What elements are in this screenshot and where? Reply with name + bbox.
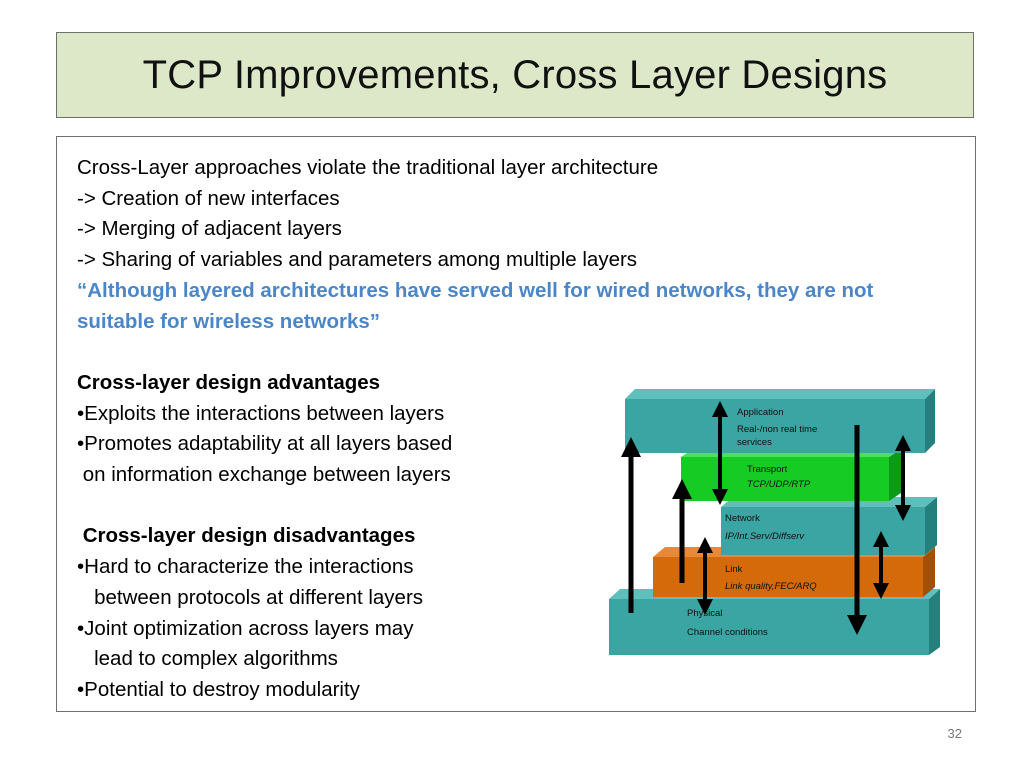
- disadvantage-item: •Potential to destroy modularity: [77, 677, 360, 701]
- physical-label: Physical: [687, 608, 722, 619]
- physical-layer: [609, 599, 929, 655]
- bullet-merging-layers: -> Merging of adjacent layers: [77, 217, 342, 241]
- application-sublabel-2: services: [737, 437, 772, 448]
- advantages-heading: Cross-layer design advantages: [77, 370, 381, 394]
- disadvantage-item: •Hard to characterize the interactions: [77, 555, 414, 579]
- link-label: Link: [725, 564, 743, 575]
- intro-line: Cross-Layer approaches violate the tradi…: [77, 156, 659, 179]
- physical-layer-side: [929, 589, 940, 655]
- slide-title: TCP Improvements, Cross Layer Designs: [142, 52, 888, 97]
- page-number: 32: [947, 726, 962, 741]
- transport-layer-side: [889, 449, 901, 501]
- disadvantage-item: •Joint optimization across layers may: [77, 616, 414, 640]
- application-layer: [625, 399, 925, 453]
- application-layer-side: [925, 389, 935, 453]
- network-layer: [721, 507, 925, 555]
- quote-text: “Although layered architectures have ser…: [77, 278, 874, 333]
- disadvantages-heading: Cross-layer design disadvantages: [77, 524, 416, 548]
- content-box: Cross-Layer approaches violate the tradi…: [56, 136, 976, 712]
- spacer: [77, 337, 957, 368]
- body-text: Cross-Layer approaches violate the tradi…: [77, 153, 957, 706]
- application-label: Application: [737, 407, 783, 418]
- disadvantage-item: between protocols at different layers: [77, 585, 424, 609]
- network-label: Network: [725, 513, 760, 524]
- network-sublabel: IP/Int.Serv/Diffserv: [725, 531, 805, 542]
- bullet-sharing-variables: -> Sharing of variables and parameters a…: [77, 248, 638, 272]
- advantage-item: •Exploits the interactions between layer…: [77, 401, 445, 425]
- network-layer-side: [925, 497, 937, 555]
- transport-sublabel: TCP/UDP/RTP: [747, 479, 811, 490]
- bullet-new-interfaces: -> Creation of new interfaces: [77, 186, 340, 210]
- physical-sublabel: Channel conditions: [687, 627, 768, 638]
- application-layer-top: [625, 389, 935, 399]
- link-layer-side: [923, 547, 935, 597]
- title-box: TCP Improvements, Cross Layer Designs: [56, 32, 974, 118]
- link-sublabel: Link quality,FEC/ARQ: [725, 581, 817, 592]
- advantage-item: •Promotes adaptability at all layers bas…: [77, 432, 453, 456]
- disadvantage-item: lead to complex algorithms: [77, 647, 338, 671]
- cross-layer-diagram: Physical Channel conditions Link Link qu…: [609, 389, 940, 655]
- advantage-item: on information exchange between layers: [77, 463, 451, 487]
- transport-label: Transport: [747, 464, 788, 475]
- application-sublabel: Real-/non real time: [737, 424, 817, 435]
